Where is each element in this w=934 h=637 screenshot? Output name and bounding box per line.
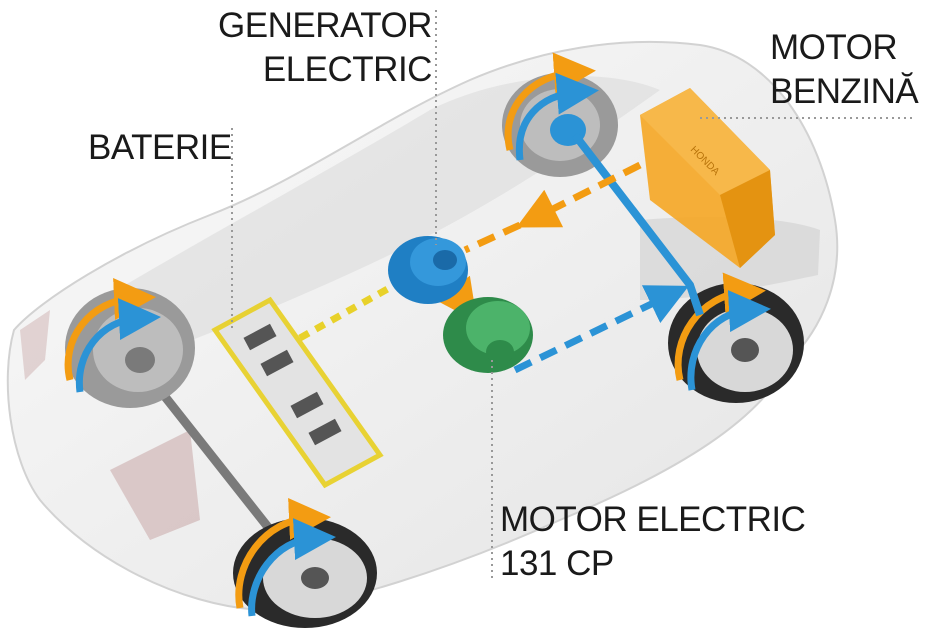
wheel-icon xyxy=(64,277,195,408)
drive-shaft xyxy=(571,132,704,317)
engine-icon: HONDA xyxy=(640,88,775,268)
wheel-icon xyxy=(233,497,377,628)
engine-label: MOTOR BENZINĂ xyxy=(770,26,919,114)
electric-motor-label-line2: 131 CP xyxy=(500,544,614,583)
motor-icon xyxy=(443,297,533,373)
generator-label-line1: GENERATOR xyxy=(218,6,432,45)
generator-icon xyxy=(388,236,468,304)
engine-label-line2: BENZINĂ xyxy=(770,72,919,111)
battery-label: BATERIE xyxy=(88,128,232,167)
battery-icon xyxy=(211,296,384,489)
electric-motor-label-line1: MOTOR ELECTRIC xyxy=(500,500,806,539)
generator-label: GENERATOR ELECTRIC xyxy=(218,4,432,92)
leader-lines xyxy=(231,10,912,582)
engine-label-line1: MOTOR xyxy=(770,28,898,67)
generator-label-line2: ELECTRIC xyxy=(262,50,433,89)
electric-motor-label: MOTOR ELECTRIC 131 CP xyxy=(500,498,806,586)
wheel-icon xyxy=(668,272,804,403)
